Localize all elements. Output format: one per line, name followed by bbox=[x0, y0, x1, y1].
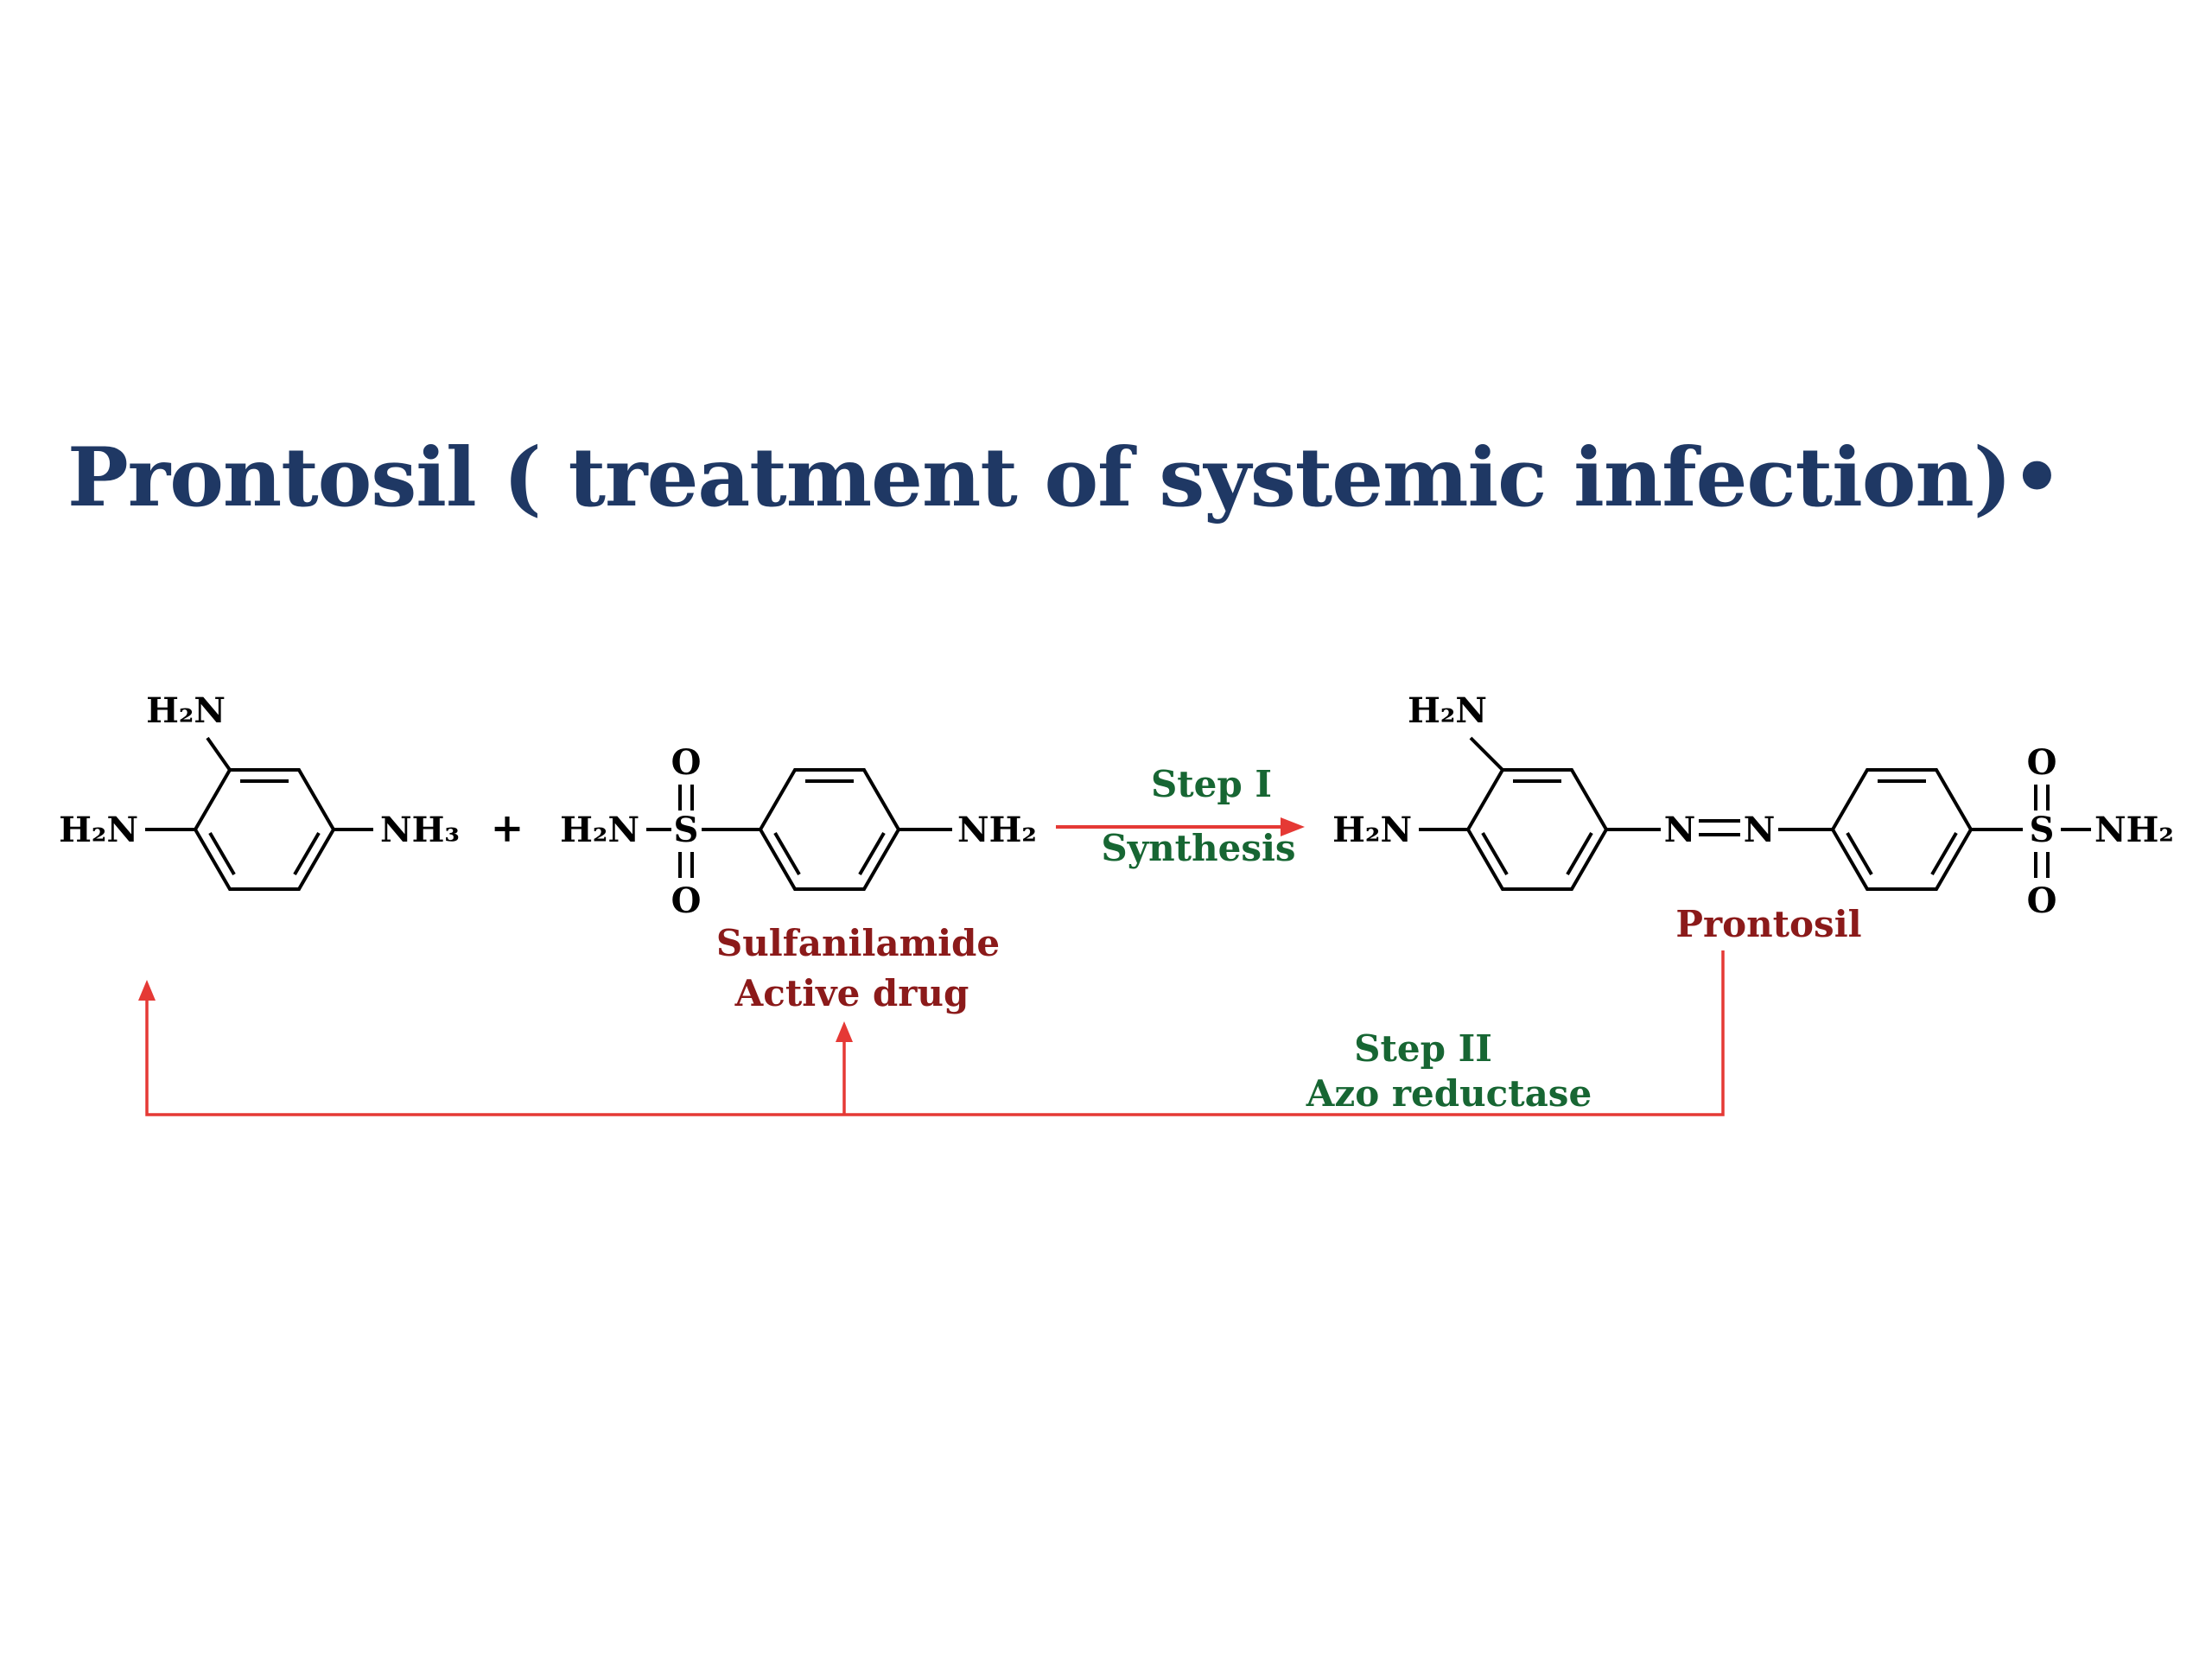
prontosil-oxygen-bottom-label: O bbox=[2027, 880, 2057, 921]
sulfanilamide-name-label: Sulfanilamide bbox=[716, 922, 1000, 964]
benzene-ring bbox=[1831, 768, 1973, 891]
sulfanilamide-sulfur-label: S bbox=[674, 810, 699, 850]
recycle-path bbox=[145, 950, 1725, 1116]
prontosil-structure: H₂N H₂N N N S O O NH₂ Prontosil bbox=[1332, 690, 2174, 945]
prontosil-name-label: Prontosil bbox=[1675, 903, 1861, 945]
triaminobenzene-amine-left-label: H₂N bbox=[59, 810, 138, 850]
benzene-ring bbox=[1466, 768, 1608, 891]
step2-title-label: Step II bbox=[1354, 1027, 1492, 1070]
prontosil-amide-right-label: NH₂ bbox=[2094, 810, 2174, 850]
sulfanilamide-oxygen-bottom-label: O bbox=[671, 880, 702, 921]
triaminobenzene-amine-top-label: H₂N bbox=[146, 690, 226, 731]
sulfanilamide-structure: H₂N S O O NH₂ Sulfanilamide Active drug bbox=[560, 742, 1037, 1014]
sulfanilamide-oxygen-top-label: O bbox=[671, 742, 702, 783]
prontosil-oxygen-top-label: O bbox=[2027, 742, 2057, 783]
prontosil-azo-n2-label: N bbox=[1744, 810, 1776, 850]
prontosil-amine-left-label: H₂N bbox=[1332, 810, 1412, 850]
plus-sign: + bbox=[491, 804, 524, 851]
benzene-ring bbox=[194, 768, 335, 891]
sulfanilamide-amine-left-label: H₂N bbox=[560, 810, 639, 850]
step1-title-label: Step I bbox=[1151, 763, 1272, 805]
step1-subtitle-label: Synthesis bbox=[1101, 827, 1295, 869]
arrowhead bbox=[836, 1021, 853, 1042]
triaminobenzene-ammonium-label: NH₃ bbox=[380, 810, 460, 850]
arrowhead bbox=[1281, 817, 1305, 836]
step2-pathway: Step II Azo reductase bbox=[138, 950, 1725, 1116]
bond bbox=[1469, 736, 1504, 772]
sulfanilamide-subtitle-label: Active drug bbox=[734, 972, 969, 1014]
sulfanilamide-amine-right-label: NH₂ bbox=[957, 810, 1037, 850]
step1-arrow: Step I Synthesis bbox=[1056, 763, 1305, 869]
arrowhead bbox=[138, 980, 156, 1001]
benzene-ring bbox=[759, 768, 900, 891]
prontosil-azo-n1-label: N bbox=[1664, 810, 1696, 850]
bond bbox=[206, 736, 232, 772]
prontosil-sulfur-label: S bbox=[2030, 810, 2055, 850]
step2-subtitle-label: Azo reductase bbox=[1306, 1072, 1592, 1115]
triaminobenzene-structure: H₂N H₂N NH₃ bbox=[59, 690, 460, 891]
prontosil-amine-top-label: H₂N bbox=[1408, 690, 1487, 731]
page-title: Prontosil ( treatment of systemic infect… bbox=[67, 430, 2063, 525]
